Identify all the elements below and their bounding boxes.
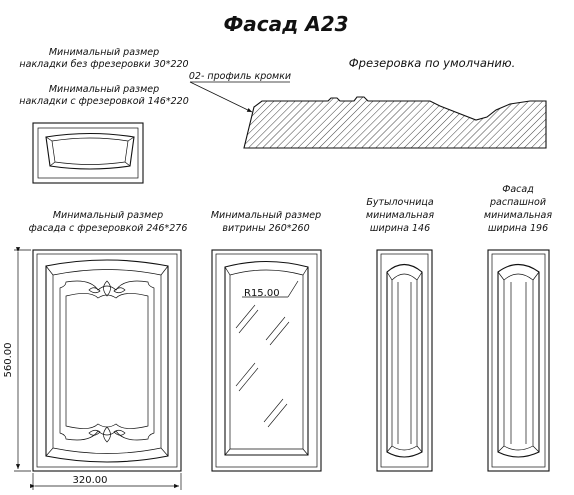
showcase-min-line-1: Минимальный размер <box>211 210 321 221</box>
overlay-no-milling-note: Минимальный размер накладки без фрезеров… <box>19 47 188 70</box>
bottle-min-line-1: Бутылочница <box>366 197 434 208</box>
edge-profile-label: 02- профиль кромки <box>189 71 291 82</box>
height-dimension-label: 560.00 <box>3 343 14 378</box>
overlay-no-milling-line-2: накладки без фрезеровки 30*220 <box>19 59 188 70</box>
hinged-min-line-3: минимальная <box>484 210 552 221</box>
overlay-milling-note: Минимальный размер накладки с фрезеровко… <box>19 84 189 107</box>
hinged-min-line-1: Фасад <box>502 184 534 195</box>
overlay-panel-drawing <box>32 122 144 184</box>
page-title: Фасад А23 <box>223 12 348 36</box>
showcase-min-line-2: витрины 260*260 <box>222 223 309 234</box>
showcase-min-note: Минимальный размер витрины 260*260 <box>211 210 321 234</box>
edge-profile-callout: 02- профиль кромки <box>189 71 291 113</box>
facade-min-line-1: Минимальный размер <box>53 210 163 221</box>
facade-min-note: Минимальный размер фасада с фрезеровкой … <box>29 210 188 234</box>
overlay-no-milling-line-1: Минимальный размер <box>49 47 159 58</box>
hinged-min-line-4: ширина 196 <box>488 223 548 234</box>
width-dimension-label: 320.00 <box>73 475 108 486</box>
radius-label: R15.00 <box>244 288 280 299</box>
hinged-min-line-2: распашной <box>489 197 546 208</box>
radius-callout: R15.00 <box>242 280 299 299</box>
overlay-milling-line-1: Минимальный размер <box>49 84 159 95</box>
milling-default-label: Фрезеровка по умолчанию. <box>349 56 515 70</box>
facade-milled-drawing <box>32 249 182 472</box>
showcase-drawing <box>211 249 322 472</box>
height-dimension: 560.00 <box>3 247 31 472</box>
bottle-holder-drawing <box>376 249 433 472</box>
edge-profile-section <box>243 96 547 149</box>
width-dimension: 320.00 <box>30 473 182 490</box>
hinged-min-note: Фасад распашной минимальная ширина 196 <box>484 184 552 234</box>
hinged-facade-drawing <box>487 249 550 472</box>
bottle-min-line-2: минимальная <box>366 210 434 221</box>
bottle-min-note: Бутылочница минимальная ширина 146 <box>366 197 434 234</box>
overlay-milling-line-2: накладки с фрезеровкой 146*220 <box>19 96 189 107</box>
facade-min-line-2: фасада с фрезеровкой 246*276 <box>29 223 188 234</box>
bottle-min-line-3: ширина 146 <box>370 223 430 234</box>
